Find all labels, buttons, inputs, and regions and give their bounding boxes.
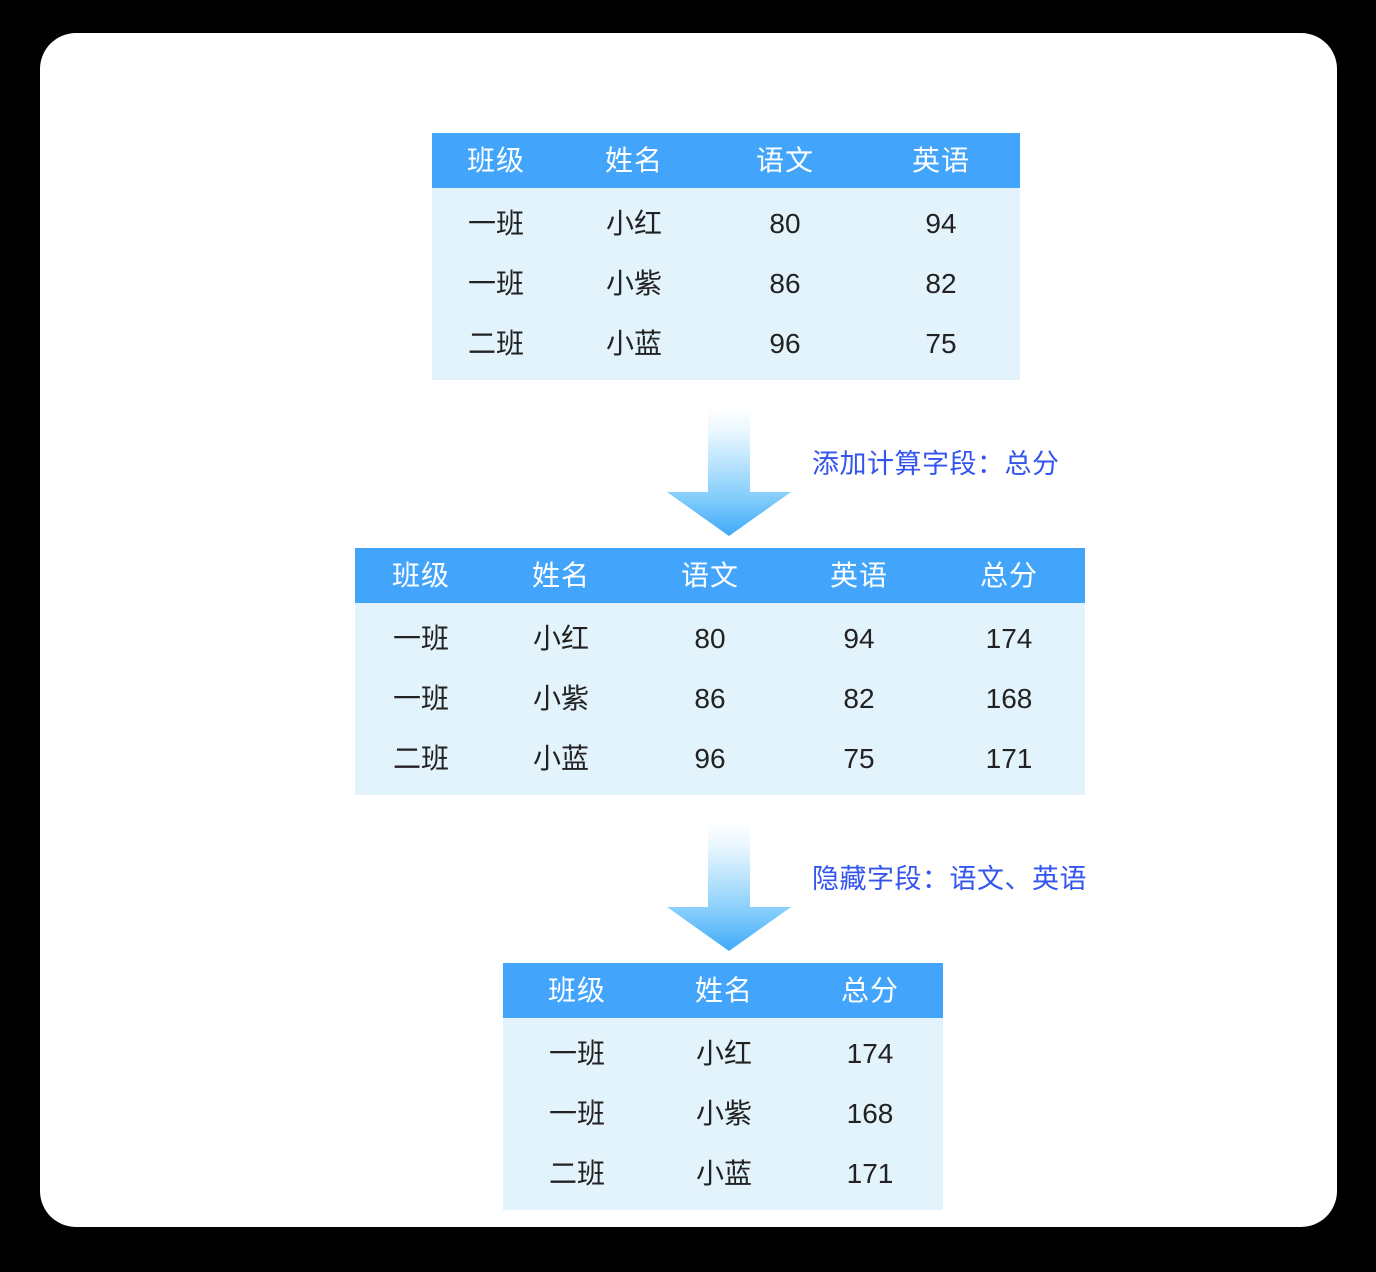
table-row: 二班 小蓝 96 75 [432, 314, 1020, 380]
cell-total: 168 [985, 683, 1033, 714]
calculated-table: 班级 姓名 语文 英语 总分 一班 小红 80 94 174 一班 小紫 86 … [355, 548, 1085, 795]
cell-chinese: 96 [694, 743, 726, 774]
table-row: 二班 小蓝 96 75 171 [355, 729, 1085, 795]
cell-name: 小红 [695, 1038, 752, 1069]
annotation-add-calculated-field: 添加计算字段：总分 [812, 449, 1060, 479]
table-row: 一班 小紫 86 82 168 [355, 669, 1085, 729]
cell-class: 一班 [548, 1098, 605, 1129]
cell-english: 82 [843, 683, 875, 714]
cell-chinese: 86 [769, 268, 801, 299]
column-header-name: 姓名 [604, 145, 663, 176]
cell-class: 二班 [467, 328, 524, 359]
column-header-total: 总分 [840, 975, 899, 1006]
table-header-row: 班级 姓名 语文 英语 [432, 133, 1020, 188]
annotation-hide-fields: 隐藏字段：语文、英语 [812, 864, 1087, 894]
down-arrow-icon [667, 823, 791, 951]
cell-english: 94 [843, 623, 875, 654]
cell-total: 174 [985, 623, 1033, 654]
table-row: 一班 小红 80 94 174 [355, 603, 1085, 669]
source-table: 班级 姓名 语文 英语 一班 小红 80 94 一班 小紫 86 82 二班 小… [432, 133, 1020, 380]
table-row: 二班 小蓝 171 [503, 1144, 943, 1210]
down-arrow-icon [667, 408, 791, 536]
cell-class: 二班 [392, 743, 449, 774]
column-header-english: 英语 [911, 145, 970, 176]
table-row: 一班 小红 80 94 [432, 188, 1020, 254]
cell-class: 一班 [467, 208, 524, 239]
cell-name: 小红 [532, 623, 589, 654]
cell-chinese: 80 [769, 208, 801, 239]
column-header-english: 英语 [829, 560, 888, 591]
table-header-row: 班级 姓名 总分 [503, 963, 943, 1018]
table-header-row: 班级 姓名 语文 英语 总分 [355, 548, 1085, 603]
cell-chinese: 86 [694, 683, 726, 714]
cell-class: 一班 [548, 1038, 605, 1069]
table-row: 一班 小紫 168 [503, 1084, 943, 1144]
column-header-name: 姓名 [694, 975, 753, 1006]
cell-name: 小紫 [605, 268, 662, 299]
cell-class: 一班 [392, 683, 449, 714]
table-row: 一班 小红 174 [503, 1018, 943, 1084]
cell-name: 小红 [605, 208, 662, 239]
cell-total: 171 [985, 743, 1033, 774]
column-header-class: 班级 [547, 975, 606, 1006]
cell-english: 75 [843, 743, 875, 774]
diagram-card: 班级 姓名 语文 英语 一班 小红 80 94 一班 小紫 86 82 二班 小… [40, 33, 1337, 1227]
column-header-name: 姓名 [531, 560, 590, 591]
cell-class: 一班 [392, 623, 449, 654]
cell-class: 一班 [467, 268, 524, 299]
cell-total: 171 [846, 1158, 894, 1189]
column-header-class: 班级 [391, 560, 450, 591]
cell-english: 75 [925, 328, 957, 359]
column-header-total: 总分 [979, 560, 1038, 591]
cell-name: 小蓝 [532, 743, 589, 774]
column-header-chinese: 语文 [680, 560, 739, 591]
final-table: 班级 姓名 总分 一班 小红 174 一班 小紫 168 二班 小蓝 171 [503, 963, 943, 1210]
cell-name: 小蓝 [695, 1158, 752, 1189]
cell-class: 二班 [548, 1158, 605, 1189]
cell-name: 小蓝 [605, 328, 662, 359]
cell-total: 168 [846, 1098, 894, 1129]
cell-total: 174 [846, 1038, 894, 1069]
cell-name: 小紫 [532, 683, 589, 714]
cell-name: 小紫 [695, 1098, 752, 1129]
column-header-chinese: 语文 [755, 145, 814, 176]
cell-english: 94 [925, 208, 957, 239]
column-header-class: 班级 [466, 145, 525, 176]
cell-english: 82 [925, 268, 957, 299]
cell-chinese: 96 [769, 328, 801, 359]
cell-chinese: 80 [694, 623, 726, 654]
table-row: 一班 小紫 86 82 [432, 254, 1020, 314]
